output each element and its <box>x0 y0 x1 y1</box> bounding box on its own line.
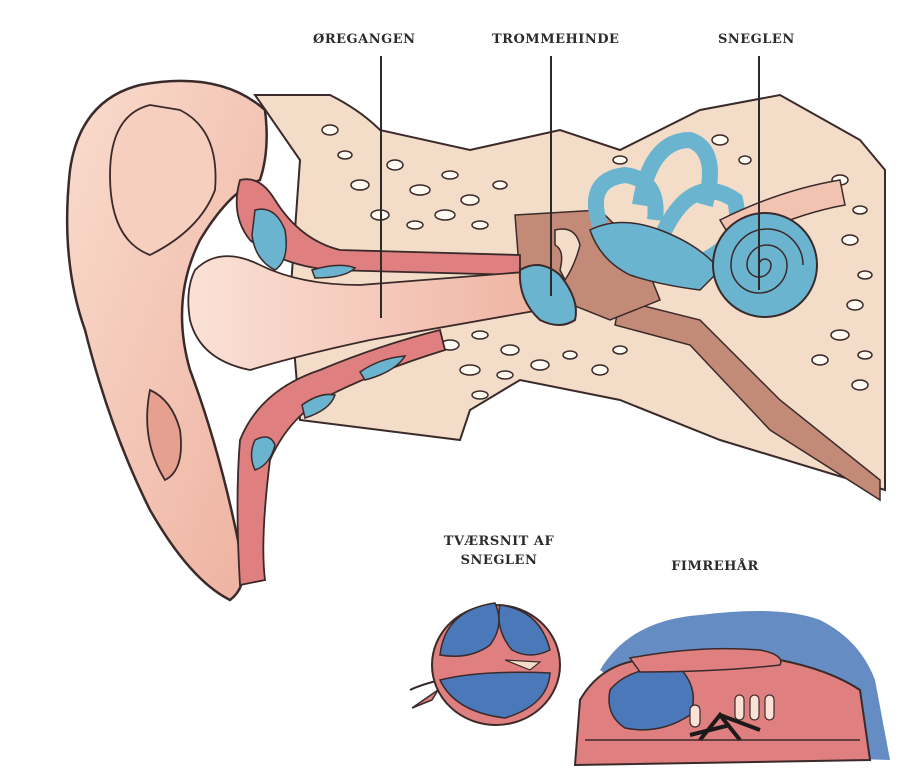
cross-section-label: TVÆRSNIT AF SNEGLEN <box>444 532 554 570</box>
cochlea-cross-section <box>410 603 560 725</box>
hair-cell-detail <box>575 611 890 765</box>
ear-canal-label: ØREGANGEN <box>313 32 416 47</box>
cochlea-label: SNEGLEN <box>718 32 795 47</box>
eardrum-label: TROMMEHINDE <box>492 32 619 47</box>
cross-section-label-line1: TVÆRSNIT AF <box>444 532 554 551</box>
cross-section-label-line2: SNEGLEN <box>444 551 554 570</box>
hair-cells-label: FIMREHÅR <box>671 559 759 574</box>
